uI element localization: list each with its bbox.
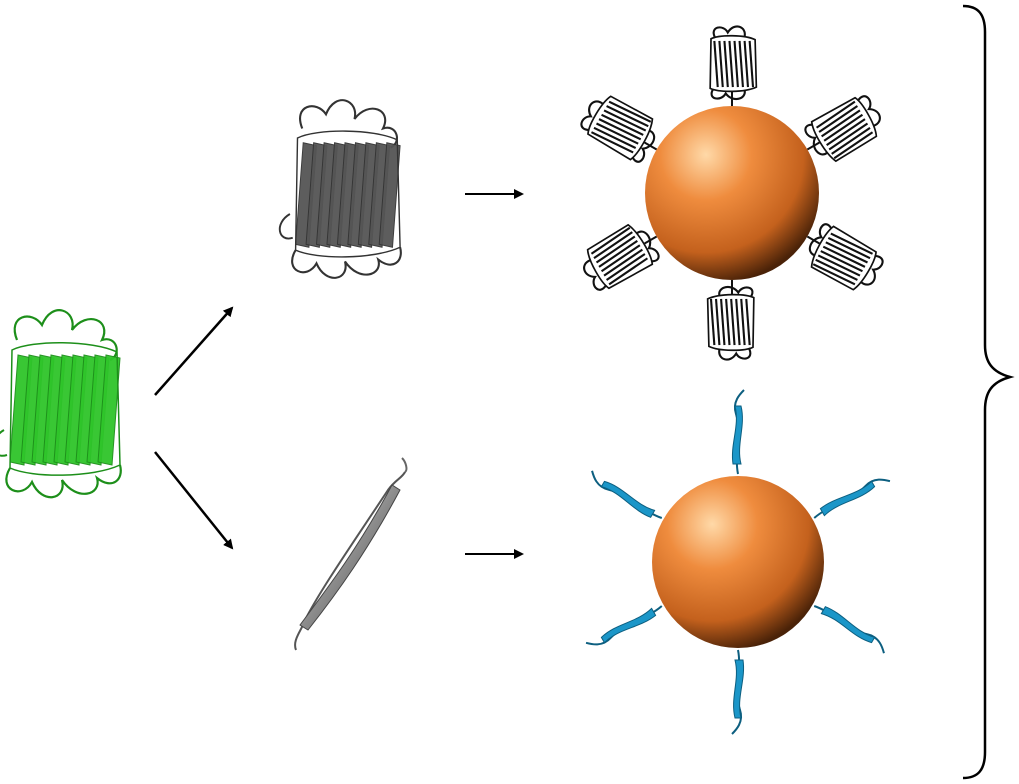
branch-arrow-up [154,306,234,396]
attached-peptide-icon [731,389,745,475]
source-gfp-protein-icon [0,309,122,499]
grey-gfp-protein-icon [278,99,402,279]
gold-nanoparticle-sphere [652,476,824,648]
peptide-nanoparticle-conjugate-bottom [585,389,891,735]
attached-protein-icon [580,95,658,163]
right-curly-brace [962,4,1015,780]
attached-peptide-icon [585,605,663,646]
peptide-strand-icon [294,457,408,651]
attached-protein-icon [804,95,881,163]
protein-nanoparticle-conjugate-top [580,25,884,361]
attached-peptide-icon [813,605,885,654]
attached-protein-icon [706,280,755,361]
attached-peptide-icon [591,470,663,519]
branch-arrow-down [154,451,234,550]
attached-protein-icon [806,223,884,291]
attached-protein-icon [709,25,758,106]
gold-nanoparticle-sphere [645,106,819,280]
attached-peptide-icon [813,478,891,519]
attached-protein-icon [583,223,660,291]
attached-peptide-icon [731,649,745,735]
